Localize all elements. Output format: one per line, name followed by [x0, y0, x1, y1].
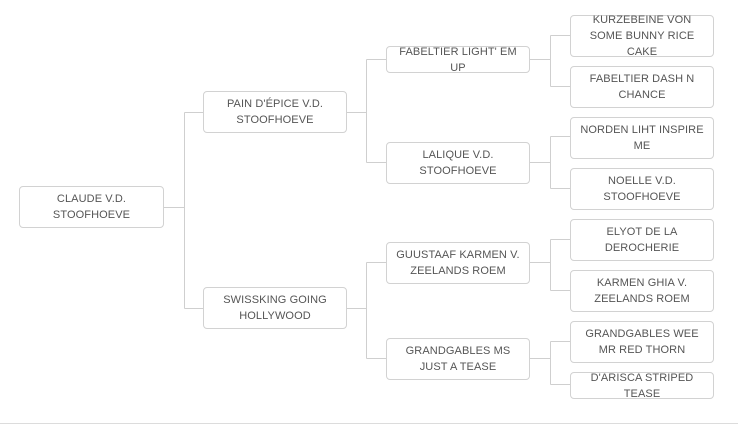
footer-divider [0, 423, 738, 424]
pedigree-node-dam-dam-dam[interactable]: D'ARISCA STRIPED TEASE [570, 371, 714, 400]
pedigree-node-subject-label: CLAUDE V.D. STOOFHOEVE [52, 193, 131, 221]
pedigree-node-sire-sire[interactable]: FABELTIER LIGHT' EM UP [386, 45, 530, 74]
pedigree-node-dam[interactable]: SWISSKING GOING HOLLYWOOD [203, 287, 347, 329]
pedigree-node-sire-dam-sire[interactable]: NORDEN LIHT INSPIRE ME [570, 117, 714, 159]
connector-dam [347, 262, 386, 359]
connector-dam-sire [530, 239, 570, 291]
pedigree-node-sire-dam[interactable]: LALIQUE V.D. STOOFHOEVE [386, 142, 530, 184]
pedigree-node-sire-label: PAIN D'ÉPICE V.D. STOOFHOEVE [226, 98, 324, 126]
pedigree-node-sire-sire-dam[interactable]: FABELTIER DASH N CHANCE [570, 66, 714, 108]
pedigree-node-dam-dam-dam-label: D'ARISCA STRIPED TEASE [590, 371, 694, 400]
connector-subject [164, 112, 203, 309]
pedigree-node-dam-sire-sire[interactable]: ELYOT DE LA DEROCHERIE [570, 219, 714, 261]
pedigree-node-dam-sire-dam[interactable]: KARMEN GHIA V. ZEELANDS ROEM [570, 270, 714, 312]
pedigree-node-dam-sire-dam-label: KARMEN GHIA V. ZEELANDS ROEM [594, 277, 690, 305]
pedigree-node-sire-dam-sire-label: NORDEN LIHT INSPIRE ME [580, 124, 704, 152]
pedigree-node-dam-label: SWISSKING GOING HOLLYWOOD [223, 294, 327, 322]
pedigree-node-dam-dam[interactable]: GRANDGABLES MS JUST A TEASE [386, 338, 530, 380]
pedigree-node-sire-dam-dam-label: NOELLE V.D. STOOFHOEVE [603, 175, 681, 203]
connector-sire-dam [530, 136, 570, 189]
connector-dam-dam [530, 341, 570, 385]
pedigree-node-sire-sire-sire[interactable]: KURZEBEINE VON SOME BUNNY RICE CAKE [570, 14, 714, 58]
pedigree-node-sire-sire-label: FABELTIER LIGHT' EM UP [399, 45, 517, 74]
connector-sire-sire [530, 35, 570, 87]
pedigree-node-dam-dam-sire-label: GRANDGABLES WEE MR RED THORN [585, 328, 699, 356]
pedigree-node-dam-sire-label: GUUSTAAF KARMEN V. ZEELANDS ROEM [396, 249, 520, 277]
pedigree-node-dam-sire[interactable]: GUUSTAAF KARMEN V. ZEELANDS ROEM [386, 242, 530, 284]
pedigree-node-sire-dam-dam[interactable]: NOELLE V.D. STOOFHOEVE [570, 168, 714, 210]
pedigree-node-dam-dam-label: GRANDGABLES MS JUST A TEASE [405, 345, 511, 373]
pedigree-node-sire-sire-dam-label: FABELTIER DASH N CHANCE [589, 73, 695, 101]
pedigree-node-sire-sire-sire-label: KURZEBEINE VON SOME BUNNY RICE CAKE [589, 14, 695, 58]
pedigree-node-subject[interactable]: CLAUDE V.D. STOOFHOEVE [19, 186, 164, 228]
pedigree-node-dam-sire-sire-label: ELYOT DE LA DEROCHERIE [604, 226, 680, 254]
pedigree-node-sire[interactable]: PAIN D'ÉPICE V.D. STOOFHOEVE [203, 91, 347, 133]
pedigree-node-sire-dam-label: LALIQUE V.D. STOOFHOEVE [419, 149, 497, 177]
pedigree-node-dam-dam-sire[interactable]: GRANDGABLES WEE MR RED THORN [570, 321, 714, 363]
connector-sire [347, 59, 386, 163]
